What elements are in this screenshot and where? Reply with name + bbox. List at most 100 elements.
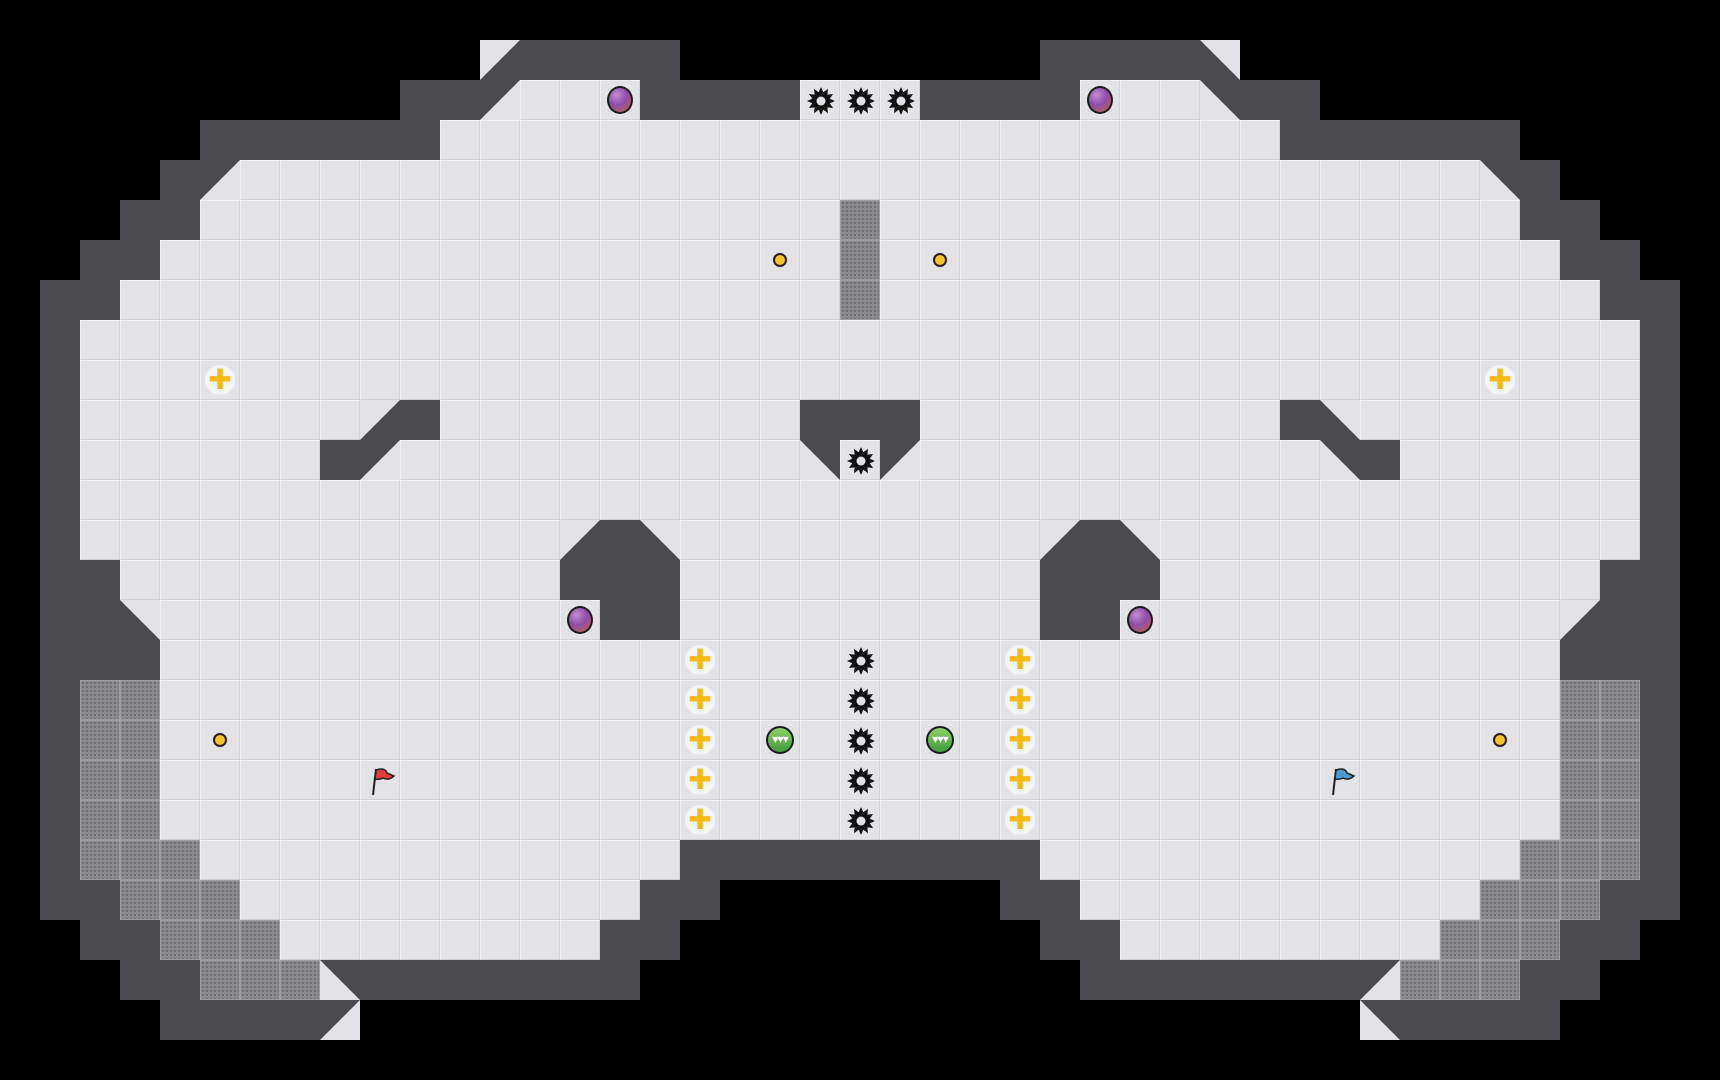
wall-tile — [600, 600, 640, 640]
empty-tile — [720, 920, 760, 960]
floor-tile — [1080, 760, 1120, 800]
floor-tile — [240, 760, 280, 800]
wall-tile — [1520, 1000, 1560, 1040]
empty-tile — [1680, 200, 1720, 240]
wall-tile — [1440, 1000, 1480, 1040]
wall-tile — [840, 840, 880, 880]
wall-tile — [1640, 640, 1680, 680]
floor-tile — [240, 720, 280, 760]
floor-tile — [1200, 280, 1240, 320]
floor-tile — [1360, 360, 1400, 400]
floor-tile — [440, 640, 480, 680]
floor-tile — [480, 280, 520, 320]
floor-tile — [480, 840, 520, 880]
empty-tile — [1640, 0, 1680, 40]
wall-tile — [680, 880, 720, 920]
wall-tile — [200, 1000, 240, 1040]
floor-tile — [520, 680, 560, 720]
floor-tile — [1160, 560, 1200, 600]
wall-tile — [400, 120, 440, 160]
empty-tile — [80, 1000, 120, 1040]
empty-tile — [0, 80, 40, 120]
floor-tile — [1440, 680, 1480, 720]
floor-tile — [520, 840, 560, 880]
floor-tile — [480, 680, 520, 720]
floor-tile — [640, 640, 680, 680]
floor-tile — [240, 440, 280, 480]
floor-tile: ✚ — [1480, 360, 1520, 400]
floor-tile — [1200, 800, 1240, 840]
empty-tile — [80, 80, 120, 120]
floor-tile — [1080, 280, 1120, 320]
floor-tile — [1160, 320, 1200, 360]
empty-tile — [1680, 520, 1720, 560]
gray-tile-tile — [120, 840, 160, 880]
empty-tile — [1400, 1040, 1440, 1080]
empty-tile — [1560, 80, 1600, 120]
floor-tile — [920, 160, 960, 200]
empty-tile — [1000, 1040, 1040, 1080]
floor-tile — [120, 280, 160, 320]
floor-tile — [1480, 640, 1520, 680]
floor-tile — [1400, 680, 1440, 720]
floor-tile — [680, 360, 720, 400]
floor-tile — [80, 480, 120, 520]
wall-tile — [560, 960, 600, 1000]
floor-tile — [240, 520, 280, 560]
floor-tile — [320, 840, 360, 880]
floor-tile — [1560, 280, 1600, 320]
floor-tile — [720, 760, 760, 800]
floor-tile — [440, 920, 480, 960]
floor-tile — [1400, 640, 1440, 680]
empty-tile — [120, 0, 160, 40]
empty-tile — [1320, 1040, 1360, 1080]
wall-tile — [40, 720, 80, 760]
floor-tile — [1280, 480, 1320, 520]
floor-tile — [1440, 880, 1480, 920]
floor-tile — [800, 200, 840, 240]
empty-tile — [680, 0, 720, 40]
empty-tile — [40, 960, 80, 1000]
wall-tile — [1640, 520, 1680, 560]
wall-tile — [80, 240, 120, 280]
floor-tile — [480, 920, 520, 960]
floor-tile — [400, 440, 440, 480]
empty-tile — [1240, 40, 1280, 80]
floor-tile — [1080, 240, 1120, 280]
floor-tile — [1040, 200, 1080, 240]
floor-tile — [480, 520, 520, 560]
empty-tile — [1560, 1040, 1600, 1080]
wall-tile — [1640, 440, 1680, 480]
floor-tile — [1200, 920, 1240, 960]
floor-tile — [800, 120, 840, 160]
empty-tile — [160, 80, 200, 120]
empty-tile — [40, 1040, 80, 1080]
floor-tile — [480, 120, 520, 160]
empty-tile — [640, 0, 680, 40]
gray-tile-tile — [1600, 760, 1640, 800]
floor-tile — [1120, 240, 1160, 280]
floor-tile — [360, 680, 400, 720]
floor-tile — [1320, 480, 1360, 520]
empty-tile — [80, 160, 120, 200]
gray-tile-tile — [80, 800, 120, 840]
floor-tile — [920, 320, 960, 360]
floor-tile — [1520, 280, 1560, 320]
wall-tile — [800, 400, 840, 440]
floor-tile — [360, 720, 400, 760]
gray-tile-tile — [1480, 960, 1520, 1000]
floor-tile — [1400, 360, 1440, 400]
floor-tile — [200, 320, 240, 360]
wall-tile — [1600, 280, 1640, 320]
empty-tile — [1040, 1040, 1080, 1080]
wall-tile — [1640, 400, 1680, 440]
empty-tile — [1640, 240, 1680, 280]
empty-tile — [1360, 80, 1400, 120]
empty-tile — [720, 1000, 760, 1040]
floor-tile — [1160, 200, 1200, 240]
floor-tile — [320, 680, 360, 720]
floor-tile — [1480, 200, 1520, 240]
floor-tile — [680, 240, 720, 280]
empty-tile — [1400, 40, 1440, 80]
empty-tile — [1600, 120, 1640, 160]
